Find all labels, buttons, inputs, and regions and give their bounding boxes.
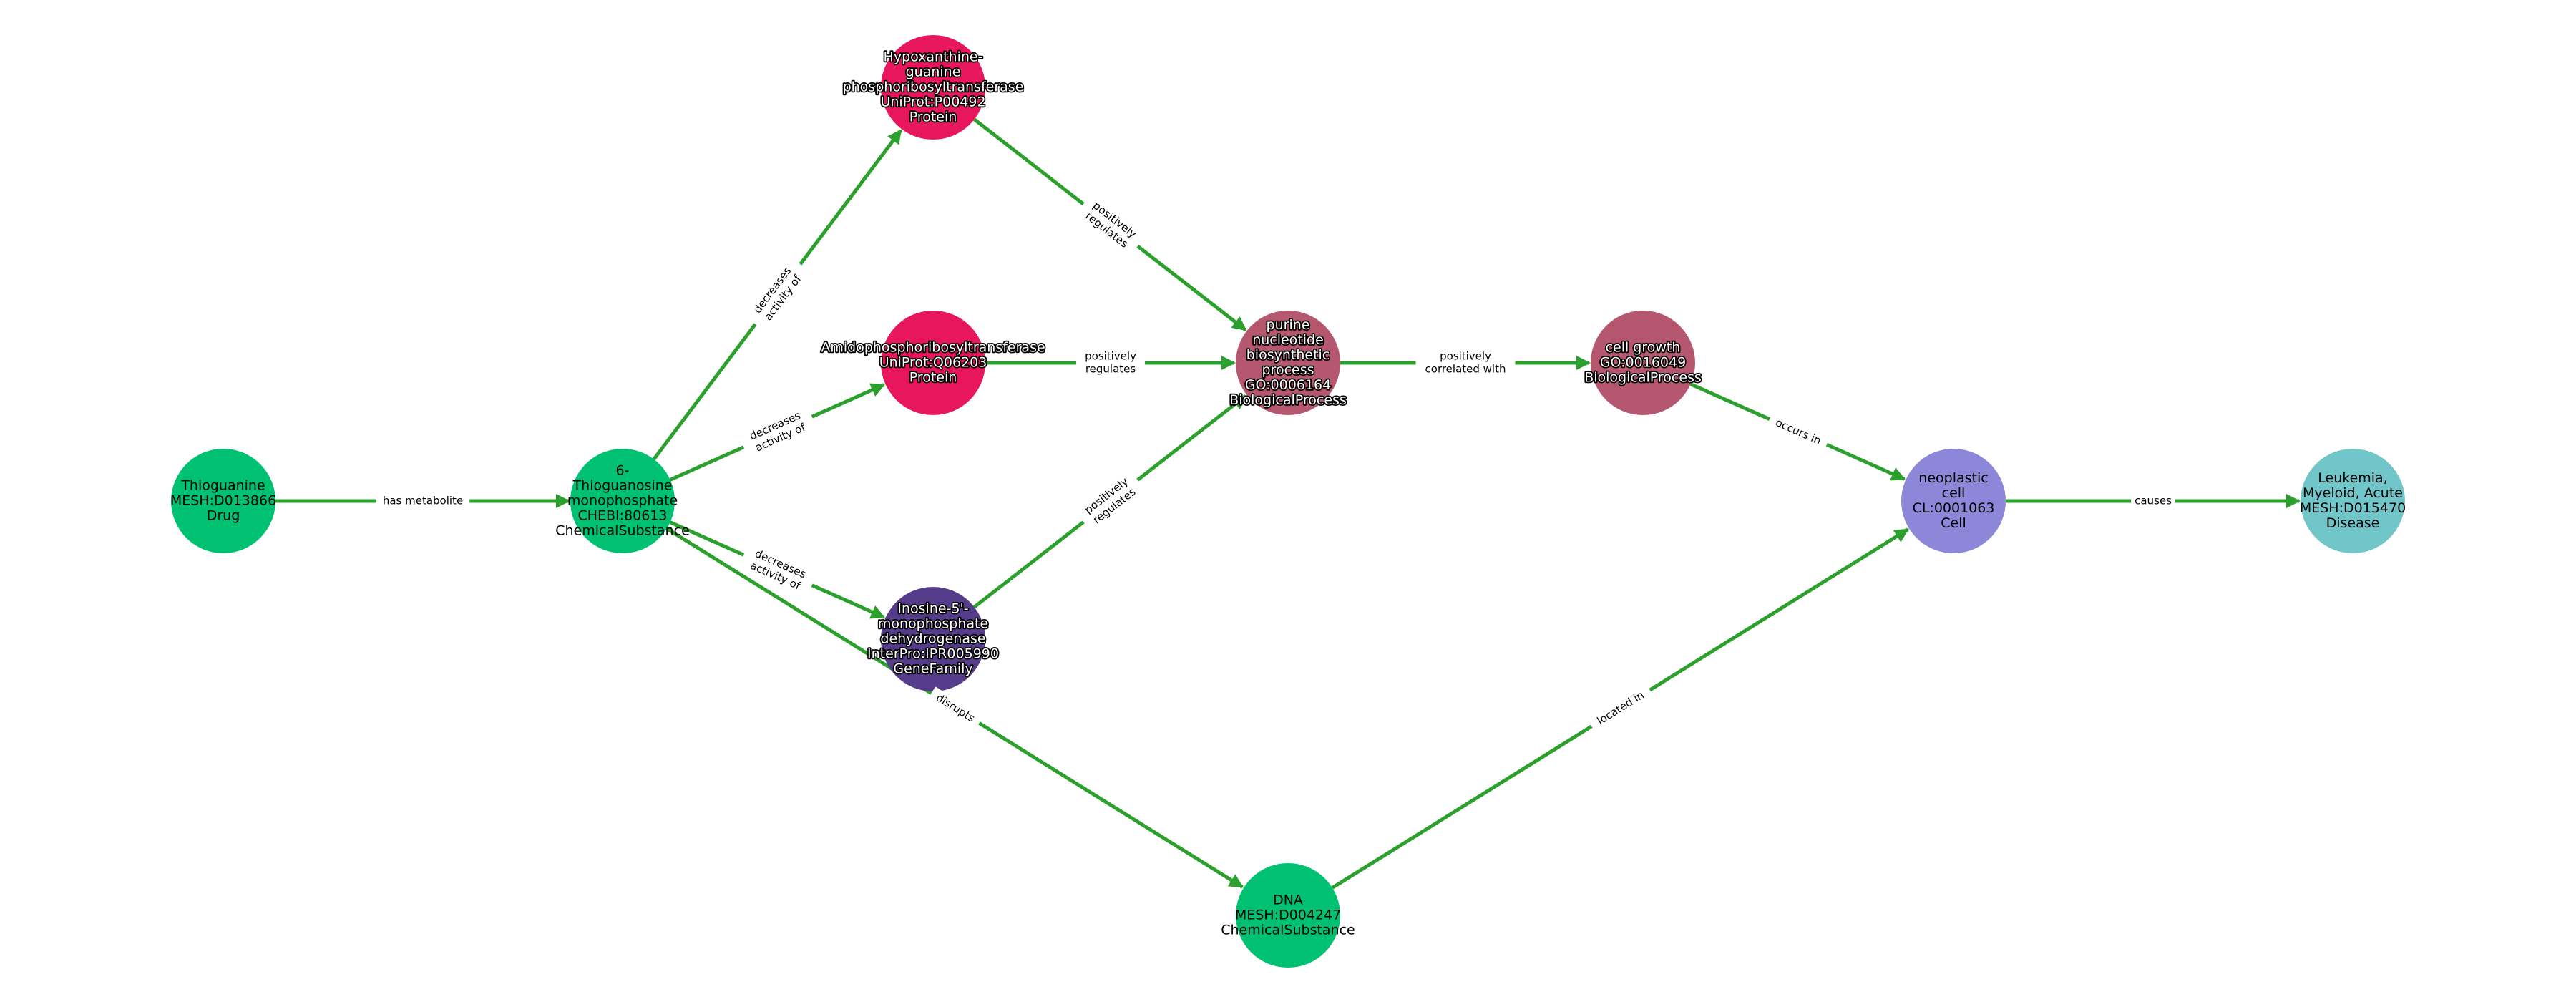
node-label: BiologicalProcess <box>1229 392 1347 408</box>
edge-label-background <box>376 493 470 509</box>
node-label: Amidophosphoribosyltransferase <box>821 340 1045 356</box>
node-label: BiologicalProcess <box>1584 370 1702 386</box>
node-label: MESH:D004247 <box>1235 908 1341 923</box>
edge-label-background <box>1766 412 1830 452</box>
edge-label-text: correlated with <box>1425 363 1506 376</box>
node-leukemia[interactable]: Leukemia,Myeloid, AcuteMESH:D015470Disea… <box>2300 449 2406 553</box>
node-label: CL:0001063 <box>1913 500 1995 516</box>
edge-label-background <box>1074 193 1147 258</box>
node-circle[interactable] <box>2301 449 2405 553</box>
node-circle[interactable] <box>171 449 275 553</box>
node-label: DNA <box>1273 892 1303 908</box>
node-circle[interactable] <box>1236 863 1340 968</box>
node-label: Inosine-5'- <box>897 601 968 617</box>
node-label: MESH:D015470 <box>2300 500 2406 516</box>
edge-label: has metabolite <box>376 493 470 509</box>
node-circle[interactable] <box>881 311 985 415</box>
node-label: UniProt:P00492 <box>880 94 985 110</box>
node-label: monophosphate <box>878 616 988 632</box>
node-label: 6- <box>616 463 630 479</box>
edge-label-background <box>1074 468 1147 534</box>
node-circle[interactable] <box>1591 311 1695 415</box>
node-circle[interactable] <box>881 587 985 691</box>
edge-label-text: located in <box>1595 689 1646 727</box>
edge-label-background <box>1076 349 1145 377</box>
node-label: dehydrogenase <box>880 631 985 647</box>
node-label: neoplastic <box>1918 470 1988 486</box>
node-label: guanine <box>906 64 961 80</box>
node-label: UniProt:Q06203 <box>879 355 987 371</box>
node-circle[interactable] <box>1901 449 2006 553</box>
node-label: Leukemia, <box>2318 470 2387 486</box>
node-label: GO:0016049 <box>1600 355 1686 371</box>
edge-label-background <box>743 256 812 333</box>
node-circle[interactable] <box>1236 311 1340 415</box>
edge-label-background <box>927 686 984 730</box>
node-label: Protein <box>909 110 957 125</box>
edge-label-text: has metabolite <box>383 495 463 507</box>
node-amido[interactable]: AmidophosphoribosyltransferaseUniProt:Q0… <box>820 311 1046 415</box>
node-label: Protein <box>909 370 957 386</box>
node-label: Thioguanine <box>180 478 265 494</box>
node-label: Cell <box>1941 515 1966 531</box>
node-label: CHEBI:80613 <box>577 508 667 524</box>
node-label: Hypoxanthine- <box>884 49 983 65</box>
node-label: nucleotide <box>1252 332 1324 348</box>
node-circle[interactable] <box>570 449 675 553</box>
node-label: cell <box>1942 485 1966 501</box>
node-label: phosphoribosyltransferase <box>843 79 1024 95</box>
edge-label-text: causes <box>2135 495 2172 507</box>
edge-label: causes <box>2131 493 2175 509</box>
edge-label-background <box>738 541 818 599</box>
node-label: MESH:D013866 <box>170 493 276 509</box>
node-label: Myeloid, Acute <box>2303 485 2403 501</box>
node-label: cell growth <box>1606 340 1681 356</box>
node-purine[interactable]: purinenucleotidebiosyntheticprocessGO:00… <box>1228 311 1348 415</box>
edge-label: disrupts <box>927 686 984 730</box>
edge-label: located in <box>1587 683 1654 734</box>
node-label: InterPro:IPR005990 <box>867 646 999 662</box>
edge-label-background <box>1415 349 1516 377</box>
node-label: ChemicalSubstance <box>1221 923 1355 938</box>
edge-label-background <box>1587 683 1654 734</box>
node-hgprt[interactable]: Hypoxanthine-guaninephosphoribosyltransf… <box>841 35 1025 140</box>
node-label: Thioguanosine <box>572 478 673 494</box>
node-label: Disease <box>2326 515 2380 531</box>
node-impdh[interactable]: Inosine-5'-monophosphatedehydrogenaseInt… <box>866 587 1000 691</box>
node-label: GO:0006164 <box>1245 377 1331 393</box>
edge-label-text: positively <box>1085 350 1136 363</box>
edge-label: occurs in <box>1766 412 1830 452</box>
edge-label-text: regulates <box>1085 363 1136 376</box>
node-label: purine <box>1267 317 1310 333</box>
node-label: biosynthetic <box>1246 347 1330 363</box>
node-label: monophosphate <box>567 493 678 509</box>
node-label: ChemicalSubstance <box>555 523 690 539</box>
node-label: GeneFamily <box>893 661 972 677</box>
edge-label-text: positively <box>1440 350 1491 363</box>
edge-label-background <box>738 403 818 461</box>
node-circle[interactable] <box>881 35 985 140</box>
edge-label-background <box>2131 493 2175 509</box>
node-label: process <box>1262 362 1314 378</box>
node-tgmp[interactable]: 6-ThioguanosinemonophosphateCHEBI:80613C… <box>555 449 690 553</box>
node-label: Drug <box>207 508 240 524</box>
